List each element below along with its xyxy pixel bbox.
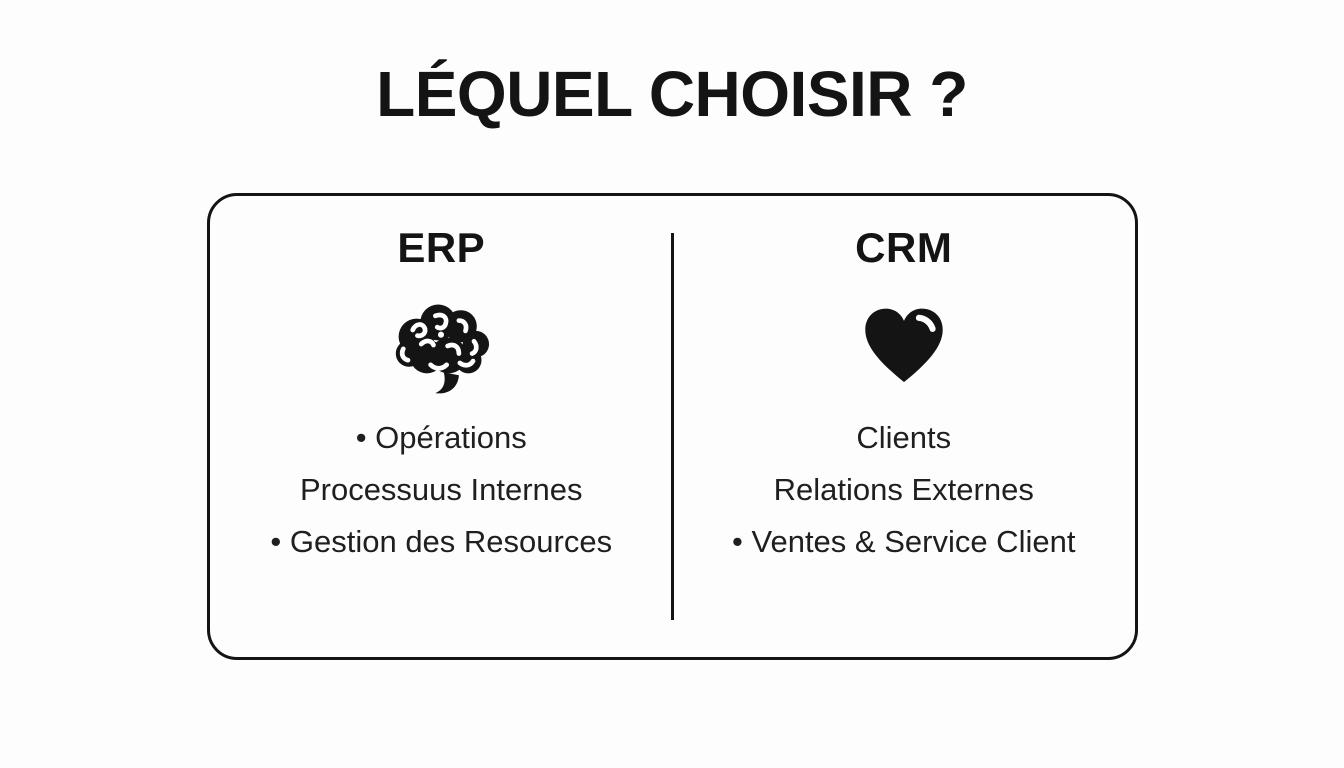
list-item: • Opérations — [355, 420, 527, 455]
list-item: • Ventes & Service Client — [732, 524, 1076, 559]
crm-feature-list: Clients Relations Externes • Ventes & Se… — [732, 412, 1075, 568]
crm-heading: CRM — [855, 224, 953, 271]
crm-column: CRM Clients Relations Externes • Ventes … — [673, 196, 1136, 657]
column-divider — [671, 233, 674, 620]
comparison-card: ERP — [207, 193, 1138, 660]
list-item: Processuus Internes — [299, 472, 583, 507]
list-item: • Gestion des Resources — [270, 524, 613, 559]
heart-icon — [860, 294, 948, 398]
page-title: LÉQUEL CHOISIR ? — [376, 58, 968, 130]
erp-feature-list: • Opérations Processuus Internes • Gesti… — [270, 412, 612, 568]
list-item: Clients — [856, 420, 952, 455]
list-item: Relations Externes — [773, 472, 1034, 507]
erp-heading: ERP — [397, 224, 486, 271]
brain-icon — [389, 294, 493, 398]
erp-column: ERP — [210, 196, 673, 657]
